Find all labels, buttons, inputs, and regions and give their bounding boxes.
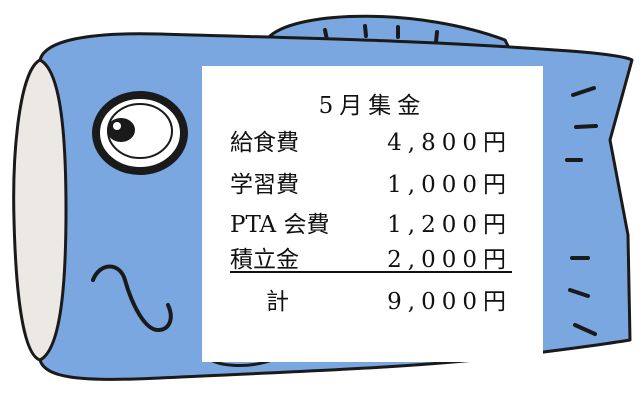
total-divider <box>230 271 512 273</box>
fee-label: 学習費 <box>230 172 299 198</box>
fish-mouth <box>12 58 68 362</box>
fee-amount: 1,200円 <box>387 212 512 238</box>
fee-label: 積立金 <box>230 247 299 273</box>
fee-row-lunch: 給食費 4,800円 <box>230 123 512 157</box>
notice-title: 5月集金 <box>318 93 427 119</box>
fee-row-pta: PTA 会費 1,200円 <box>230 205 512 239</box>
fee-amount: 2,000円 <box>387 247 512 273</box>
fish-gill <box>91 264 173 333</box>
scale-marks <box>565 86 598 336</box>
total-row: 計 9,000円 <box>230 282 512 316</box>
fee-row-study: 学習費 1,000円 <box>230 165 512 199</box>
collection-notice-card: 5月集金 給食費 4,800円 学習費 1,000円 PTA 会費 1,200円… <box>202 66 543 362</box>
fee-label: 給食費 <box>230 130 299 156</box>
total-amount: 9,000円 <box>387 289 512 315</box>
fee-row-savings: 積立金 2,000円 <box>230 240 512 274</box>
fee-amount: 1,000円 <box>387 172 512 198</box>
fin-stripes <box>323 24 439 44</box>
total-label: 計 <box>266 289 289 315</box>
fee-label: PTA 会費 <box>230 212 330 238</box>
fish-eye-icon <box>92 91 188 175</box>
fee-amount: 4,800円 <box>387 130 512 156</box>
